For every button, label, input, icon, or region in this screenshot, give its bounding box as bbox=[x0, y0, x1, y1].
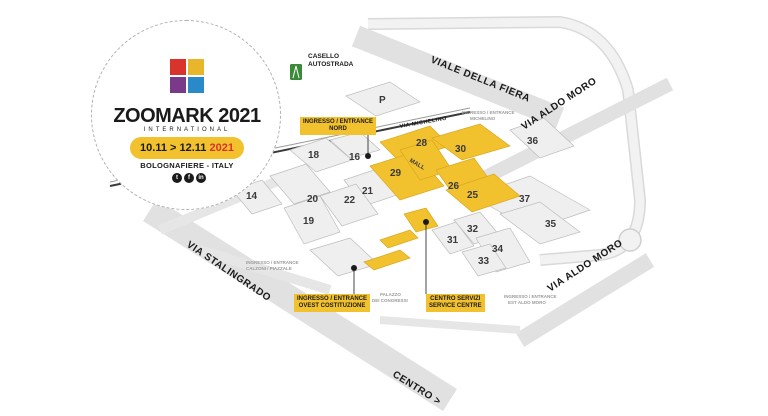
service-marker bbox=[423, 219, 429, 225]
ovest-marker bbox=[351, 265, 357, 271]
dog-icon bbox=[170, 59, 186, 75]
calzoni-entrance-line2: CALZONI / PIAZZALE bbox=[246, 266, 292, 271]
entrance-corridor bbox=[363, 249, 411, 271]
hall-label-31: 31 bbox=[447, 235, 459, 246]
hall-label-32: 32 bbox=[467, 224, 479, 235]
highway-toll-label: CASELLO AUTOSTRADA bbox=[308, 53, 353, 69]
entrance-ovest-line1: INGRESSO / ENTRANCE bbox=[297, 296, 368, 302]
hall-label-14: 14 bbox=[246, 191, 258, 202]
hall-label-22: 22 bbox=[344, 195, 356, 206]
hall-label-25: 25 bbox=[467, 190, 479, 201]
hall-30 bbox=[431, 123, 511, 161]
side-road-2 bbox=[198, 245, 332, 295]
entrance-nord-callout[interactable]: INGRESSO / ENTRANCE NORD bbox=[300, 117, 377, 135]
hall-label-37: 37 bbox=[519, 194, 531, 205]
event-title: ZOOMARK 2021 bbox=[113, 105, 261, 127]
event-subtitle: INTERNATIONAL bbox=[143, 127, 231, 133]
hall-label-36: 36 bbox=[527, 136, 539, 147]
palazzo-line1: PALAZZO bbox=[380, 292, 401, 297]
hall-19 bbox=[283, 195, 341, 245]
hall-29 bbox=[369, 151, 445, 201]
event-venue: BOLOGNAFIERE - ITALY bbox=[140, 161, 234, 170]
hall-label-19: 19 bbox=[303, 216, 315, 227]
palazzo-congressi bbox=[309, 237, 379, 277]
ring-road-inner bbox=[367, 17, 645, 265]
hall-20 bbox=[269, 163, 331, 205]
nord-marker bbox=[365, 153, 371, 159]
aldo-moro-entrance-line2: EST ALDO MORO bbox=[508, 300, 546, 305]
service-link bbox=[403, 207, 439, 233]
service-centre-line1: CENTRO SERVIZI bbox=[430, 296, 481, 302]
bird-icon bbox=[170, 77, 186, 93]
linkedin-icon[interactable]: in bbox=[196, 173, 206, 183]
fish-icon bbox=[188, 77, 204, 93]
event-date-range: 10.11 > 12.11 bbox=[140, 142, 207, 154]
facebook-icon[interactable]: f bbox=[184, 173, 194, 183]
hall-36 bbox=[509, 117, 575, 159]
hall-label-30: 30 bbox=[455, 144, 467, 155]
palazzo-line2: DEI CONGRESSI bbox=[372, 298, 408, 303]
event-dates: 10.11 > 12.11 2021 bbox=[130, 137, 244, 159]
viale-della-fiera-road bbox=[351, 25, 565, 129]
via-aldo-moro-lower bbox=[515, 253, 655, 347]
calzoni-entrance-line1: INGRESSO / ENTRANCE bbox=[246, 260, 299, 265]
hall-p bbox=[345, 81, 421, 117]
hall-label-34: 34 bbox=[492, 244, 504, 255]
caselo-line2: AUTOSTRADA bbox=[308, 61, 354, 68]
hall-31 bbox=[431, 221, 475, 255]
michelino-entrance-line2: MICHELINO bbox=[470, 116, 496, 121]
hall-label-35: 35 bbox=[545, 219, 557, 230]
service-centre-line2: SERVICE CENTRE bbox=[429, 303, 482, 309]
hall-label-16: 16 bbox=[349, 152, 361, 163]
hall-label-33: 33 bbox=[478, 256, 490, 267]
entrance-ovest-line2: OVEST COSTITUZIONE bbox=[298, 303, 366, 309]
hall-33 bbox=[461, 243, 507, 277]
hall-label-29: 29 bbox=[390, 168, 402, 179]
hall-18 bbox=[289, 137, 353, 173]
hall-label-28: 28 bbox=[416, 138, 428, 149]
yellow-walk bbox=[379, 229, 419, 249]
hall-label-p: P bbox=[379, 95, 386, 106]
event-year: 2021 bbox=[209, 142, 234, 154]
twitter-icon[interactable]: t bbox=[172, 173, 182, 183]
caselo-line1: CASELLO bbox=[308, 53, 340, 60]
hall-label-26: 26 bbox=[448, 181, 460, 192]
hall-label-20: 20 bbox=[307, 194, 319, 205]
hall-label-21: 21 bbox=[362, 186, 374, 197]
entrance-nord-line2: NORD bbox=[329, 126, 347, 132]
roundabout bbox=[618, 228, 642, 252]
hall-25 bbox=[445, 173, 521, 213]
event-logo-badge: ZOOMARK 2021 INTERNATIONAL 10.11 > 12.11… bbox=[91, 20, 281, 210]
highway-icon bbox=[290, 64, 302, 80]
aldo-moro-entrance-line1: INGRESSO / ENTRANCE bbox=[504, 294, 557, 299]
entrance-ovest-callout[interactable]: INGRESSO / ENTRANCE OVEST COSTITUZIONE bbox=[294, 294, 371, 312]
service-centre-callout[interactable]: CENTRO SERVIZI SERVICE CENTRE bbox=[426, 294, 485, 312]
side-road-3 bbox=[379, 316, 521, 334]
hall-22 bbox=[319, 183, 379, 227]
michelino-entrance-line1: INGRESSO / ENTRANCE bbox=[462, 110, 515, 115]
hall-35 bbox=[499, 201, 581, 245]
entrance-nord-line1: INGRESSO / ENTRANCE bbox=[303, 119, 374, 125]
cat-icon bbox=[188, 59, 204, 75]
hall-label-18: 18 bbox=[308, 150, 320, 161]
